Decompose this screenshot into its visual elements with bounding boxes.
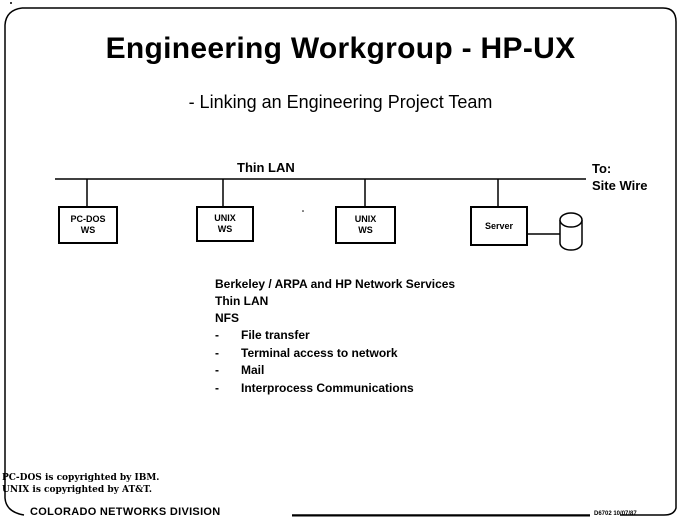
bullet-dash: - xyxy=(215,380,219,395)
site-label: Site Wire xyxy=(592,178,648,193)
node-label: Server xyxy=(484,220,514,231)
bullet-dash: - xyxy=(215,363,219,377)
node-label: PC-DOS xyxy=(70,214,106,224)
pc-dos-workstation: PC-DOS WS xyxy=(58,206,118,244)
bullet-dash: - xyxy=(215,345,219,360)
node-label: WS xyxy=(217,224,233,234)
document-number: D6702 10/07/87 xyxy=(594,511,637,517)
bullet-text: Terminal access to network xyxy=(241,345,398,360)
bullet-text: Interprocess Communications xyxy=(241,380,414,395)
division-name: COLORADO NETWORKS DIVISION xyxy=(30,506,221,518)
bullet-item: - Terminal access to network xyxy=(215,345,414,363)
slide-title: Engineering Workgroup - HP-UX xyxy=(105,32,576,65)
copyright-notes: PC-DOS is copyrighted by IBM. UNIX is co… xyxy=(2,472,159,496)
to-label: To: xyxy=(592,161,612,176)
unix-workstation-2: UNIX WS xyxy=(335,206,396,244)
copyright-line: PC-DOS is copyrighted by IBM. xyxy=(2,473,160,483)
node-label: UNIX xyxy=(214,213,236,223)
node-label: UNIX xyxy=(354,214,377,224)
bullet-item: - File transfer xyxy=(215,327,414,345)
services-line: NFS xyxy=(215,311,239,325)
copyright-line: UNIX is copyrighted by AT&T. xyxy=(2,485,152,495)
server-node: Server xyxy=(470,206,528,246)
bullet-item: - Interprocess Communications xyxy=(215,380,414,398)
node-label: WS xyxy=(358,225,373,235)
services-line: Thin LAN xyxy=(215,294,269,308)
bullet-text: Mail xyxy=(241,363,265,377)
bullet-text: File transfer xyxy=(241,328,310,342)
slide-subtitle: - Linking an Engineering Project Team xyxy=(188,92,493,112)
slide-border xyxy=(4,7,677,516)
services-list: Berkeley / ARPA and HP Network Services … xyxy=(215,276,455,327)
unix-workstation-1: UNIX WS xyxy=(196,206,254,242)
nfs-features: - File transfer - Terminal access to netwo… xyxy=(215,327,414,397)
scan-dot xyxy=(10,2,12,4)
stray-dot xyxy=(302,210,304,212)
bullet-dash: - xyxy=(215,328,219,342)
lan-label: Thin LAN xyxy=(237,160,295,175)
disk-icon xyxy=(559,212,583,251)
services-line: Berkeley / ARPA and HP Network Services xyxy=(215,277,456,291)
node-label: WS xyxy=(80,225,96,235)
bullet-item: - Mail xyxy=(215,362,414,380)
site-wire-label: To: Site Wire xyxy=(592,160,648,194)
